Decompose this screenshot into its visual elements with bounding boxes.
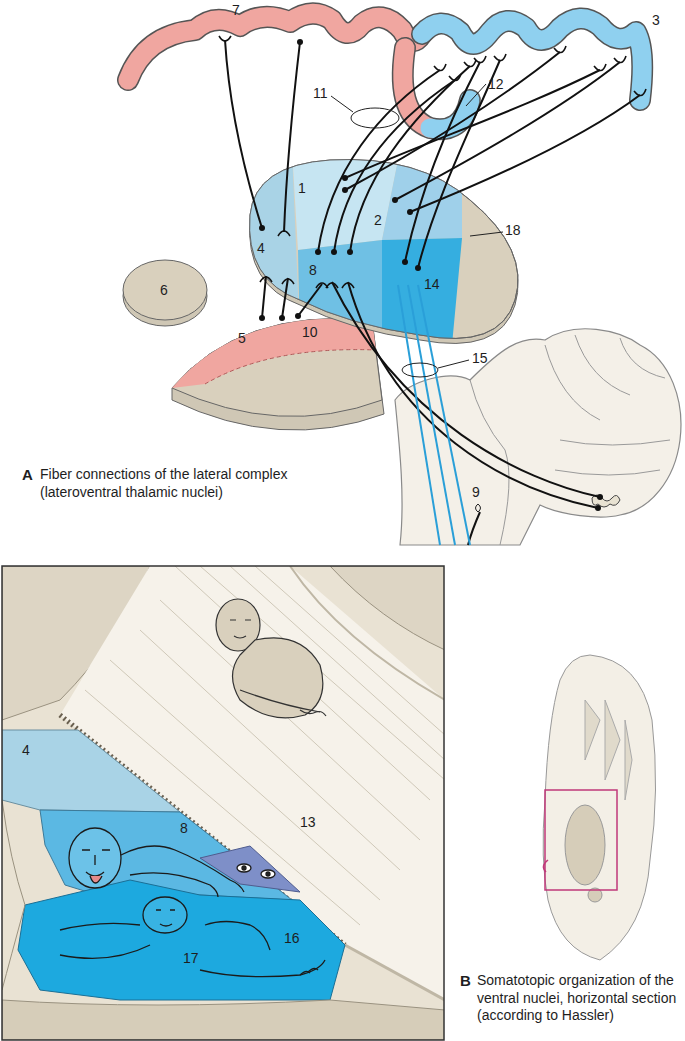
fiber-endings	[259, 39, 603, 511]
synapse-cups	[219, 36, 646, 288]
callout-number: 9	[472, 484, 480, 501]
nucleus-6	[123, 260, 207, 326]
panel-frame	[2, 566, 444, 1040]
callout-number: 4	[22, 742, 30, 759]
callout-number: 16	[284, 930, 300, 947]
callout-number: 15	[472, 350, 488, 367]
panel-b-section	[2, 566, 444, 1040]
callout-number: 3	[652, 12, 660, 29]
brainstem-cerebellum	[395, 329, 681, 545]
callout-number: 6	[160, 282, 168, 299]
callout-number: 7	[232, 2, 240, 19]
brain-section-inset	[543, 655, 655, 960]
callout-number: 13	[300, 814, 316, 831]
thalamus	[240, 150, 518, 345]
callout-number: 4	[257, 240, 265, 257]
callout-number: 11	[313, 85, 328, 102]
caption-letter: B	[460, 972, 471, 990]
blue-fibers	[398, 285, 470, 545]
caption-text: Somatotopic organization of the ventral …	[477, 972, 682, 1025]
callout-number: 10	[302, 324, 318, 341]
caption-letter: A	[22, 466, 33, 484]
callout-number: 18	[505, 222, 521, 239]
caption-text: Fiber connections of the lateral complex…	[40, 466, 370, 501]
callout-number: 8	[180, 820, 188, 837]
nucleus-5	[172, 318, 384, 430]
callout-number: 14	[424, 276, 440, 293]
leader-lines	[331, 84, 503, 512]
callout-number: 5	[238, 330, 246, 347]
callout-number: 17	[183, 950, 199, 967]
callout-number: 1	[298, 180, 306, 197]
callout-number: 12	[488, 76, 504, 93]
callout-number: 8	[309, 262, 317, 279]
cortex	[128, 13, 642, 129]
callout-number: 2	[374, 212, 382, 229]
